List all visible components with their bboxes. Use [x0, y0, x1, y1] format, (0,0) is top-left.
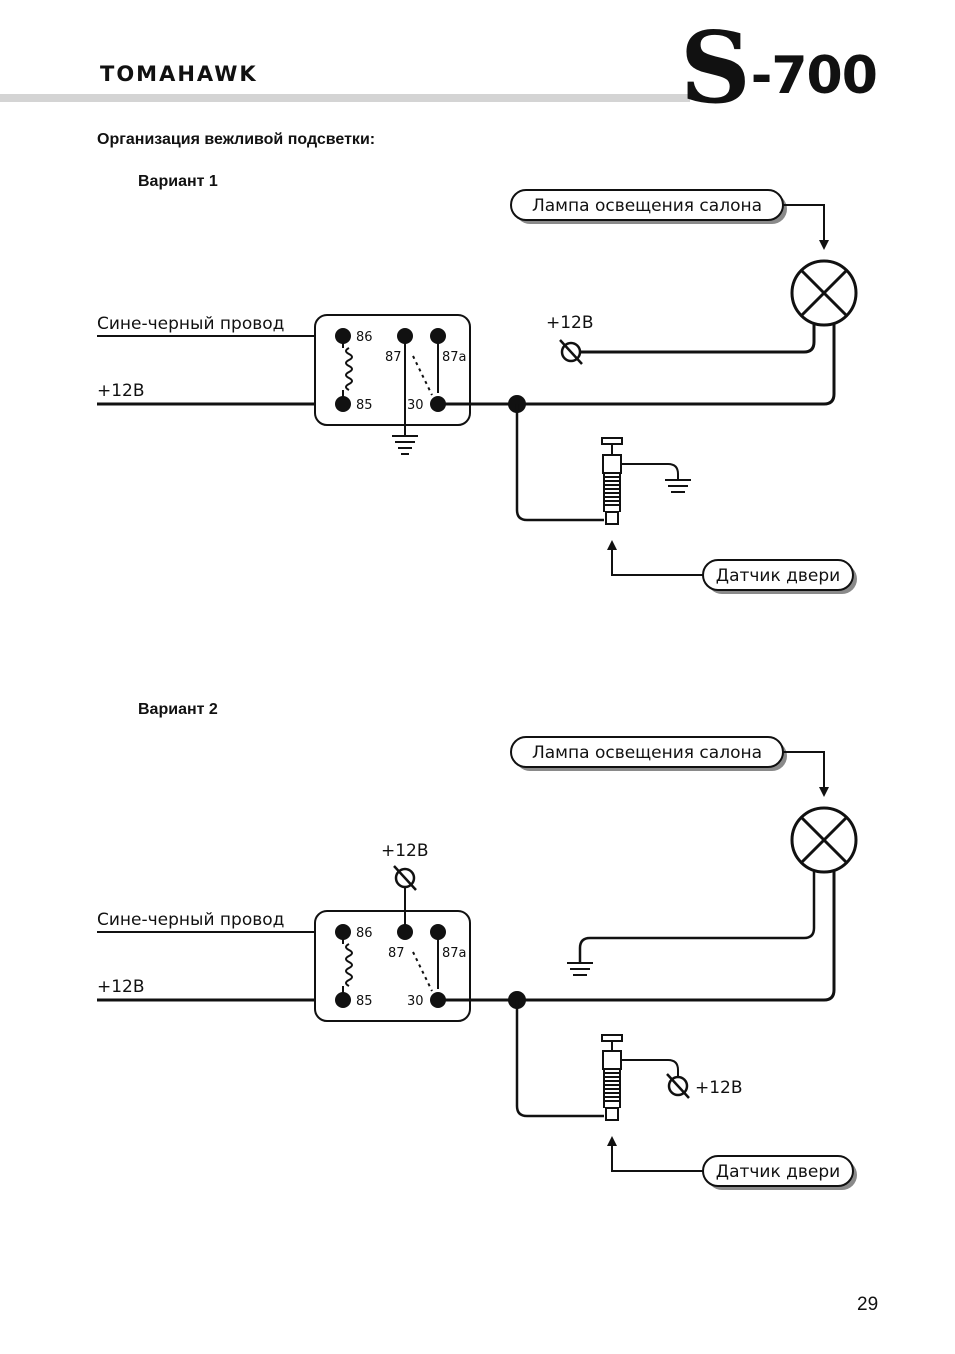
supply-terminal-icon	[393, 865, 417, 891]
lamp-callout-arrow	[783, 751, 829, 797]
relay-switch-contact	[412, 951, 433, 992]
relay-switch-contact	[412, 355, 433, 396]
door-sensor-callout: Датчик двери	[702, 1155, 857, 1190]
relay-pin-85	[335, 992, 351, 1008]
variant-2-title: Вариант 2	[138, 701, 218, 718]
relay-pin-86	[335, 328, 351, 344]
pin-label-30: 30	[407, 398, 424, 413]
relay: 86 85 87 87a 30	[314, 314, 471, 436]
wire-label: Сине-черный провод	[97, 910, 284, 930]
variant-1-diagram: Лампа освещения салона +12В Сине-черный …	[97, 189, 858, 594]
door-sensor-arrow	[607, 1136, 703, 1172]
pin-label-85: 85	[356, 994, 373, 1009]
supply-label: +12В	[97, 977, 145, 997]
door-switch-wire	[515, 1000, 604, 1118]
header-bar	[0, 94, 690, 102]
door-sensor-callout: Датчик двери	[702, 559, 857, 594]
switch-ground-wire	[621, 463, 679, 480]
relay-coil-icon	[345, 347, 353, 391]
door-sensor-label: Датчик двери	[716, 566, 840, 586]
wire-label: Сине-черный провод	[97, 314, 284, 334]
ground-icon	[567, 962, 593, 976]
relay-pin-86	[335, 924, 351, 940]
ground-icon	[665, 479, 691, 493]
supply-terminal-icon	[666, 1073, 690, 1099]
door-switch-icon	[601, 437, 623, 525]
switch-supply-label: +12В	[695, 1078, 743, 1098]
pin-label-87a: 87a	[442, 946, 467, 961]
pin-label-86: 86	[356, 926, 373, 941]
relay-pin-85	[335, 396, 351, 412]
lamp-ground-wire	[578, 871, 816, 963]
relay: 86 85 87 87a 30	[314, 887, 471, 1022]
pin-label-30: 30	[407, 994, 424, 1009]
pin-label-85: 85	[356, 398, 373, 413]
pin-label-87a: 87a	[442, 350, 467, 365]
door-sensor-arrow	[607, 540, 703, 576]
ground-icon	[392, 435, 418, 455]
pin-label-87: 87	[388, 946, 405, 961]
variant-1-title: Вариант 1	[138, 173, 218, 190]
cabin-lamp-icon	[790, 806, 858, 874]
door-switch-icon	[601, 1034, 623, 1121]
lamp-label-callout: Лампа освещения салона	[510, 736, 787, 771]
page-number: 29	[857, 1294, 879, 1315]
lamp-supply-wire	[580, 324, 816, 354]
section-heading: Организация вежливой подсветки:	[97, 131, 376, 148]
cabin-lamp-icon	[790, 259, 858, 327]
variant-2-diagram: Лампа освещения салона +12В Сине-черный …	[97, 736, 858, 1190]
door-switch-wire	[515, 404, 604, 522]
pin-label-87: 87	[385, 350, 402, 365]
supply-terminal-icon	[559, 339, 583, 365]
lamp-supply-label: +12В	[546, 313, 594, 333]
relay-supply-label: +12В	[381, 841, 429, 861]
switch-supply-wire	[621, 1059, 679, 1076]
relay-output-wire	[438, 324, 836, 406]
logo-model: -700	[750, 46, 878, 106]
supply-label: +12В	[97, 381, 145, 401]
logo-letter: S	[680, 11, 751, 126]
brand-name: TOMAHAWK	[100, 62, 258, 86]
lamp-label: Лампа освещения салона	[532, 196, 762, 216]
lamp-callout-arrow	[783, 204, 829, 250]
pin-label-86: 86	[356, 330, 373, 345]
lamp-label-callout: Лампа освещения салона	[510, 189, 787, 224]
door-sensor-label: Датчик двери	[716, 1162, 840, 1182]
relay-coil-icon	[345, 943, 353, 987]
model-logo: S-700	[680, 20, 878, 118]
lamp-label: Лампа освещения салона	[532, 743, 762, 763]
relay-output-wire	[438, 871, 836, 1002]
